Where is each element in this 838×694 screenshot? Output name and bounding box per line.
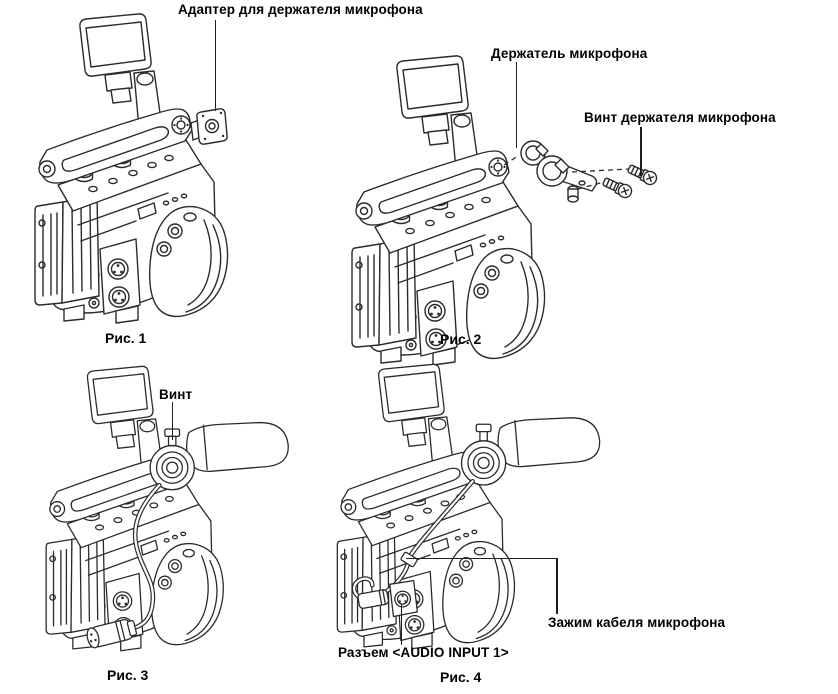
assembly-dash-line <box>577 181 605 190</box>
microphone <box>460 417 601 486</box>
caption-fig1: Рис. 1 <box>105 330 147 346</box>
leader-line-clamp-v <box>556 557 558 614</box>
label-holder: Держатель микрофона <box>491 46 648 61</box>
label-audio-input: Разъем <AUDIO INPUT 1> <box>338 645 509 660</box>
audio-input-1-jack <box>389 579 419 618</box>
mic-holder-adapter <box>190 108 228 145</box>
caption-fig4: Рис. 4 <box>440 669 482 685</box>
leader-line-holder-screw <box>640 127 642 176</box>
caption-fig3: Рис. 3 <box>107 667 149 683</box>
figure-1-illustration <box>34 13 229 324</box>
leader-line-holder <box>515 62 517 148</box>
label-adapter: Адаптер для держателя микрофона <box>178 2 423 17</box>
xlr-plug <box>86 619 138 649</box>
leader-line-adapter <box>214 20 216 111</box>
leader-line-clamp-h <box>406 557 557 559</box>
assembly-dash-line <box>571 168 630 173</box>
figure-3-illustration <box>45 365 289 652</box>
label-cable-clamp: Зажим кабеля микрофона <box>548 615 726 630</box>
leader-line-audio-input <box>400 604 402 645</box>
microphone-holder <box>520 140 598 203</box>
caption-fig2: Рис. 2 <box>440 331 482 347</box>
label-screw: Винт <box>159 387 193 402</box>
assembly-dash-line <box>503 155 519 166</box>
mic-cable-clamp <box>400 551 418 568</box>
leader-line-screw <box>171 402 173 440</box>
holder-screw-1 <box>600 174 635 201</box>
figure-4-illustration <box>336 363 601 650</box>
figure-2-illustration <box>351 55 660 366</box>
cable-plug <box>357 589 390 609</box>
label-holder-screw: Винт держателя микрофона <box>584 110 776 125</box>
holder-screw-2 <box>625 161 660 188</box>
